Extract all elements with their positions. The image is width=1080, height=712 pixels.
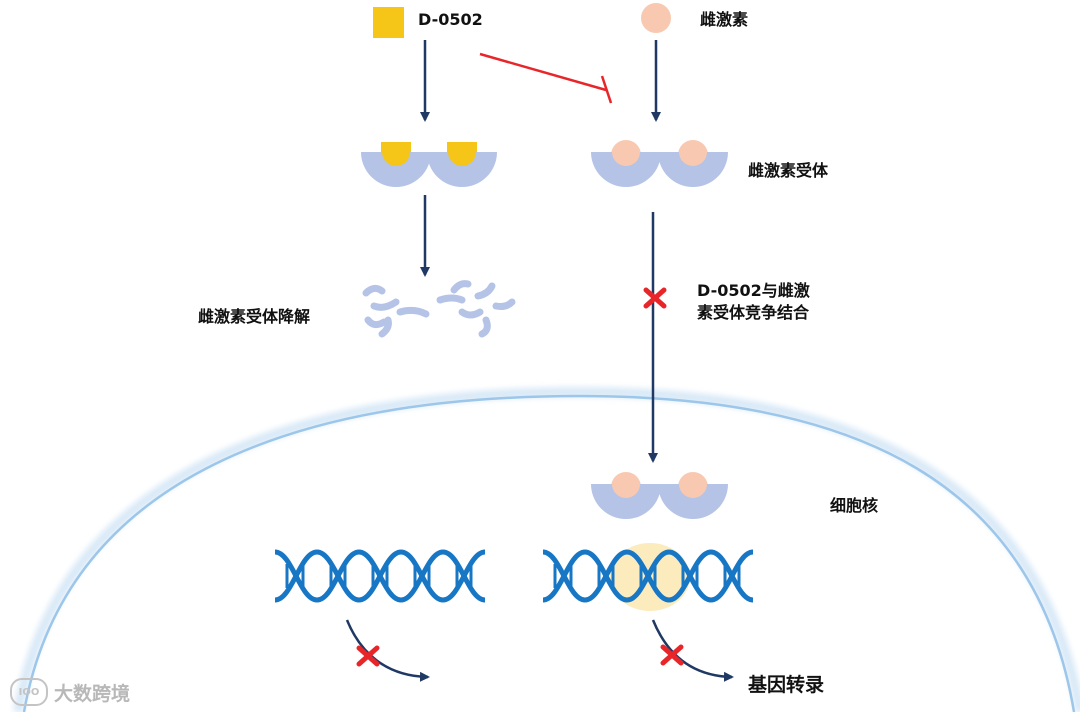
block-cross-icon-left-transcription <box>356 645 380 667</box>
block-cross-icon-right-transcription <box>660 644 684 666</box>
block-cross-icon-competition <box>643 287 667 309</box>
inhibition-line <box>479 52 613 104</box>
transcription-arrow-right <box>651 619 734 682</box>
receptor-bound-compound <box>361 142 497 187</box>
degraded-receptor-fragments <box>362 280 516 338</box>
transcription-arrow-left <box>345 619 430 682</box>
label-receptor-degradation: 雌激素受体降解 <box>198 307 311 326</box>
watermark-logo-icon: IOO <box>10 678 48 706</box>
nucleus-membrane <box>13 386 1080 712</box>
watermark: IOO 大数跨境 <box>10 678 130 706</box>
label-competition-line2: 素受体竞争结合 <box>697 303 810 322</box>
dna-helix-right <box>542 549 754 603</box>
compound-square-icon <box>373 7 404 38</box>
receptor-in-nucleus <box>591 472 728 519</box>
label-estrogen: 雌激素 <box>700 10 749 29</box>
receptor-bound-estrogen <box>591 140 728 187</box>
dna-helix-left <box>274 549 486 603</box>
watermark-text: 大数跨境 <box>54 682 131 705</box>
label-gene-transcription: 基因转录 <box>748 674 825 696</box>
estrogen-circle-icon <box>641 3 671 33</box>
label-nucleus: 细胞核 <box>830 496 879 515</box>
label-competition-line1: D-0502与雌激 <box>697 281 810 300</box>
label-compound: D-0502 <box>418 10 483 29</box>
label-estrogen-receptor: 雌激素受体 <box>748 161 829 180</box>
